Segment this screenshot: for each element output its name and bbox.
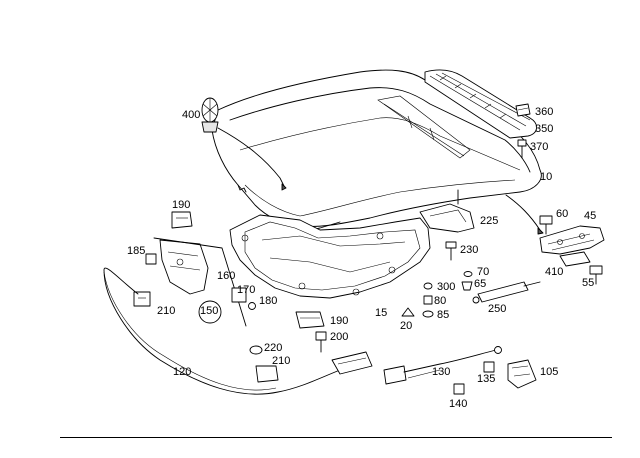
- part-label-170: 170: [237, 284, 256, 296]
- screw-230[interactable]: [445, 241, 457, 261]
- part-label-210-lower: 210: [272, 355, 291, 367]
- part-label-60: 60: [556, 208, 569, 220]
- part-label-370: 370: [530, 141, 549, 153]
- part-label-185: 185: [127, 245, 146, 257]
- clip-135[interactable]: [483, 361, 495, 373]
- part-label-360: 360: [535, 106, 554, 118]
- grommet-300[interactable]: [423, 282, 433, 290]
- catch-105[interactable]: [507, 359, 537, 389]
- part-label-65: 65: [474, 278, 487, 290]
- part-label-20: 20: [400, 320, 413, 332]
- part-label-350: 350: [535, 123, 554, 135]
- cowl-grille-strip[interactable]: [424, 69, 537, 139]
- arrow-10: [537, 227, 544, 235]
- part-label-80: 80: [434, 295, 447, 307]
- part-label-10: 10: [540, 171, 553, 183]
- part-label-220: 220: [264, 342, 283, 354]
- part-label-190-lower: 190: [330, 315, 349, 327]
- gas-strut[interactable]: [472, 281, 541, 304]
- bolt-200[interactable]: [315, 331, 327, 353]
- insulation-mat[interactable]: [229, 214, 431, 299]
- bracket-190-upper[interactable]: [171, 211, 193, 229]
- part-label-85: 85: [437, 309, 450, 321]
- bumper-185[interactable]: [145, 253, 157, 265]
- latch-210-upper[interactable]: [133, 291, 151, 307]
- part-label-150: 150: [200, 305, 219, 317]
- release-handle[interactable]: [331, 351, 373, 375]
- clip-140[interactable]: [453, 383, 465, 395]
- bracket-190-lower[interactable]: [295, 311, 325, 329]
- secondary-cable[interactable]: [383, 346, 502, 385]
- bolt-370[interactable]: [517, 139, 527, 159]
- clip-80[interactable]: [423, 295, 433, 305]
- part-label-300: 300: [437, 281, 456, 293]
- buffer-170[interactable]: [231, 287, 247, 303]
- clip-85[interactable]: [422, 310, 434, 318]
- star-emblem[interactable]: [201, 97, 287, 191]
- part-label-55: 55: [582, 277, 595, 289]
- clip-20[interactable]: [401, 307, 415, 317]
- part-label-225: 225: [480, 215, 499, 227]
- part-label-210-upper: 210: [157, 305, 176, 317]
- part-label-190-upper: 190: [172, 199, 191, 211]
- part-label-130: 130: [432, 366, 451, 378]
- grommet-220[interactable]: [249, 345, 263, 355]
- release-cable[interactable]: [103, 267, 341, 395]
- nut-180[interactable]: [248, 302, 256, 310]
- leader-10: [505, 194, 541, 231]
- hood-panel[interactable]: [211, 69, 542, 233]
- part-label-400: 400: [182, 109, 201, 121]
- part-label-105: 105: [540, 366, 559, 378]
- part-label-230: 230: [460, 244, 479, 256]
- clip-65[interactable]: [461, 281, 473, 291]
- bolt-60[interactable]: [539, 215, 553, 235]
- part-label-250: 250: [488, 303, 507, 315]
- part-label-410: 410: [545, 266, 564, 278]
- clip-360[interactable]: [515, 103, 531, 117]
- bolt-55[interactable]: [589, 265, 603, 285]
- part-label-135: 135: [477, 373, 496, 385]
- part-label-180: 180: [259, 295, 278, 307]
- part-label-140: 140: [449, 398, 468, 410]
- washer-70[interactable]: [463, 271, 473, 277]
- hood-hinge[interactable]: [539, 225, 605, 267]
- bracket-225[interactable]: [419, 189, 475, 233]
- circle-150[interactable]: [198, 300, 222, 324]
- part-label-15: 15: [375, 307, 388, 319]
- part-label-120: 120: [173, 366, 192, 378]
- footer-rule: [60, 437, 612, 438]
- part-label-45: 45: [584, 210, 597, 222]
- latch-210-lower[interactable]: [255, 365, 279, 383]
- part-label-160: 160: [217, 270, 236, 282]
- part-label-200: 200: [330, 331, 349, 343]
- part-label-70: 70: [477, 266, 490, 278]
